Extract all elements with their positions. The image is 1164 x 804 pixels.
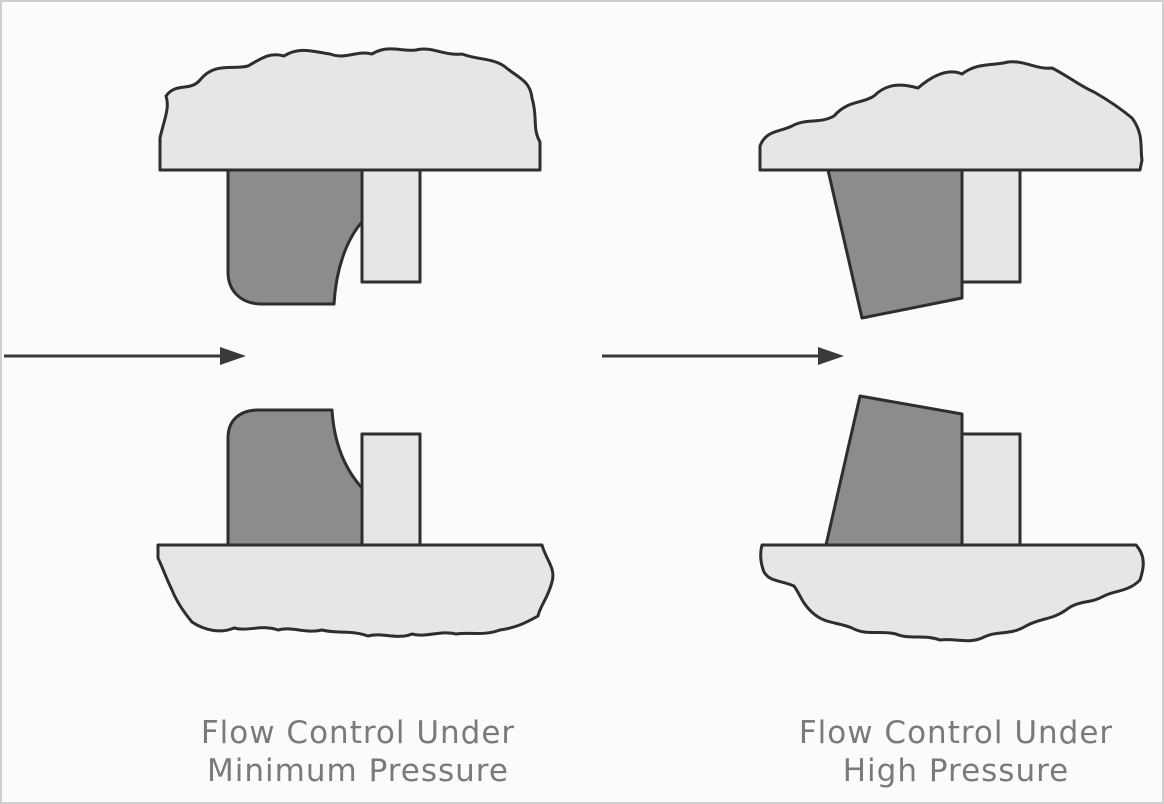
caption-minimum-line-2: Minimum Pressure — [207, 753, 509, 789]
lower-seal-left — [226, 408, 364, 547]
panel-high-pressure — [602, 60, 1145, 643]
upper-stem-left — [360, 168, 422, 284]
caption-minimum-line-1: Flow Control Under — [200, 715, 516, 751]
flow-arrow-left — [4, 347, 246, 365]
lower-stem-left — [360, 432, 422, 547]
upper-body-right — [758, 60, 1144, 284]
caption-high-line-2: High Pressure — [842, 753, 1070, 789]
lower-stem-right — [960, 432, 1022, 547]
caption-high-line-1: Flow Control Under — [798, 715, 1114, 751]
caption-high-pressure: Flow Control Under High Pressure — [746, 714, 1164, 790]
lower-seal-right — [824, 394, 964, 547]
flow-arrow-right — [602, 347, 844, 365]
upper-stem-right — [960, 168, 1022, 284]
lower-body-right — [759, 432, 1145, 643]
caption-minimum-pressure: Flow Control Under Minimum Pressure — [148, 714, 568, 790]
panel-minimum-pressure — [4, 47, 555, 638]
upper-seal-left — [226, 168, 364, 306]
lower-body-left — [156, 432, 555, 638]
upper-body-left — [158, 47, 542, 284]
upper-seal-right — [826, 168, 964, 320]
